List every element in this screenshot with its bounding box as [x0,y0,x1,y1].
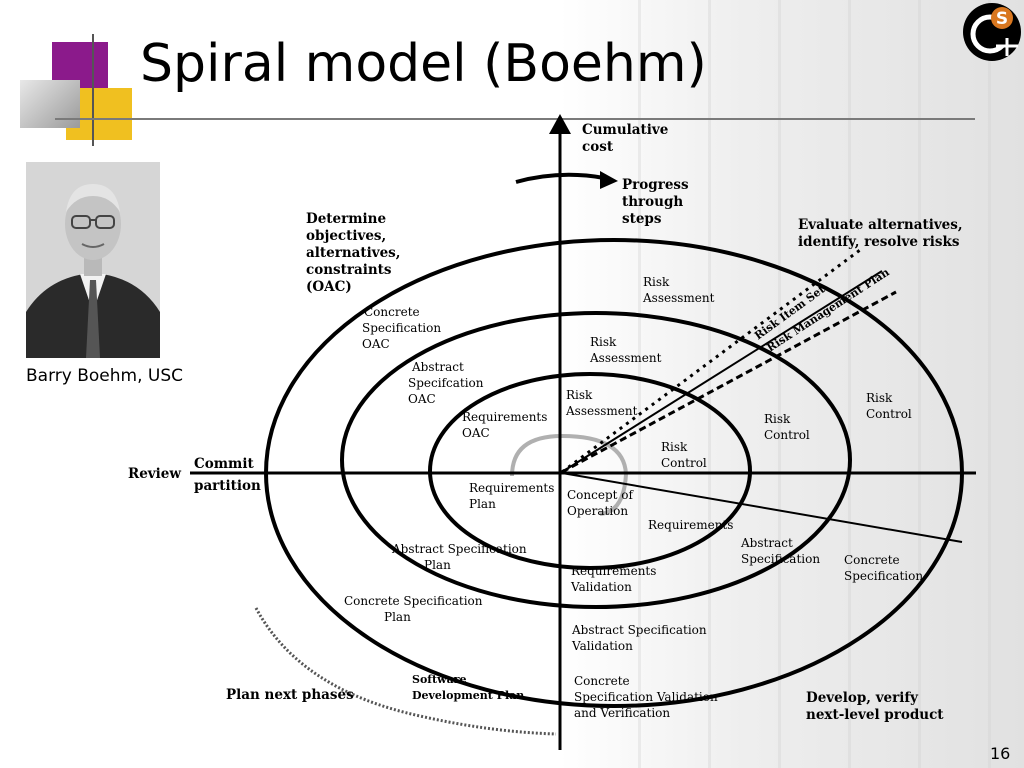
cost-axis-arrowhead [549,114,571,134]
risk-assessment-mid-2: Assessment [589,351,662,365]
abstract-spec-validation-1: Abstract Specification [571,623,707,637]
abstract-specification-2: Specification [741,552,820,566]
spiral-ring-inner [428,372,752,570]
requirements-oac-2: OAC [462,426,490,440]
concrete-spec-vv-3: and Verification [574,706,670,720]
risk-assessment-outer-2: Assessment [642,291,715,305]
risk-assessment-inner-2: Assessment [565,404,638,418]
spiral-ring-middle [340,311,852,609]
software-dev-plan-2: Development Plan [412,689,524,702]
requirements-plan-2: Plan [469,497,496,511]
concrete-spec-vv-1: Concrete [574,674,630,688]
risk-control-inner-1: Risk [661,440,688,454]
cost-label: cost [582,139,614,155]
plan-next-phases-label: Plan next phases [226,687,354,703]
spoke-line-upper [561,248,861,474]
determine-label-5: (OAC) [306,279,352,295]
spoke-line-lower [561,290,897,474]
slide-number: 16 [990,744,1011,763]
plan-phases-curve [254,607,557,736]
determine-label-4: constraints [306,262,392,278]
requirements-label: Requirements [648,518,733,532]
risk-assessment-mid-1: Risk [590,335,617,349]
barry-boehm-photo [26,162,160,358]
requirements-validation-2: Validation [570,580,632,594]
cumulative-label: Cumulative [582,122,668,138]
develop-label-2: next-level product [806,707,944,723]
risk-control-mid-2: Control [764,428,810,442]
concrete-spec-plan-2: Plan [384,610,411,624]
risk-control-mid-1: Risk [764,412,791,426]
abstract-spec-validation-2: Validation [571,639,633,653]
develop-label-1: Develop, verify [806,690,919,706]
photo-caption: Barry Boehm, USC [26,366,183,386]
review-label: Review [128,466,181,482]
page-title: Spiral model (Boehm) [140,34,707,94]
risk-assessment-outer-1: Risk [643,275,670,289]
software-dev-plan-1: Software [412,673,466,686]
spoke-line-develop [561,472,963,543]
requirements-plan-1: Requirements [469,481,554,495]
abstract-spec-plan-2: Plan [424,558,451,572]
progress-label-3: steps [622,211,662,227]
commit-label: Commit [194,456,254,472]
concept-of-operation-2: Operation [567,504,628,518]
concrete-specification-2: Specification [844,569,923,583]
determine-label-1: Determine [306,211,386,227]
evaluate-label-1: Evaluate alternatives, [798,217,963,233]
concrete-spec-plan-1: Concrete Specification [344,594,483,608]
progress-arrow [515,172,605,184]
concrete-specification-1: Concrete [844,553,900,567]
concrete-spec-oac-3: OAC [362,337,390,351]
background-building [560,0,1024,768]
title-underline [55,118,975,120]
requirements-validation-1: Requirements [571,564,656,578]
risk-assessment-inner-1: Risk [566,388,593,402]
progress-label-1: Progress [622,177,689,193]
abstract-spec-oac-1: Abstract [411,360,464,374]
abstract-spec-plan-1: Abstract Specification [391,542,527,556]
risk-control-outer-2: Control [866,407,912,421]
progress-label-2: through [622,194,683,210]
deco-vertical-line [92,34,94,146]
deco-gray-square [20,80,80,128]
abstract-spec-oac-2: Specifcation [408,376,484,390]
progress-arrowhead [600,171,618,189]
spoke-line-solid [561,270,883,473]
requirements-oac-1: Requirements [462,410,547,424]
logo-letter: S [996,9,1008,29]
abstract-specification-1: Abstract [740,536,793,550]
concrete-spec-vv-2: Specification Validation [574,690,718,704]
determine-label-2: objectives, [306,228,386,244]
abstract-spec-oac-3: OAC [408,392,436,406]
concrete-spec-oac-2: Specification [362,321,441,335]
determine-label-3: alternatives, [306,245,400,261]
evaluate-label-2: identify, resolve risks [798,234,960,250]
cse-logo-icon: S [963,3,1021,61]
partition-label: partition [194,478,261,494]
concrete-spec-oac-1: Concrete [364,305,420,319]
concept-of-operation-1: Concept of [567,488,635,502]
risk-control-inner-2: Control [661,456,707,470]
risk-control-outer-1: Risk [866,391,893,405]
